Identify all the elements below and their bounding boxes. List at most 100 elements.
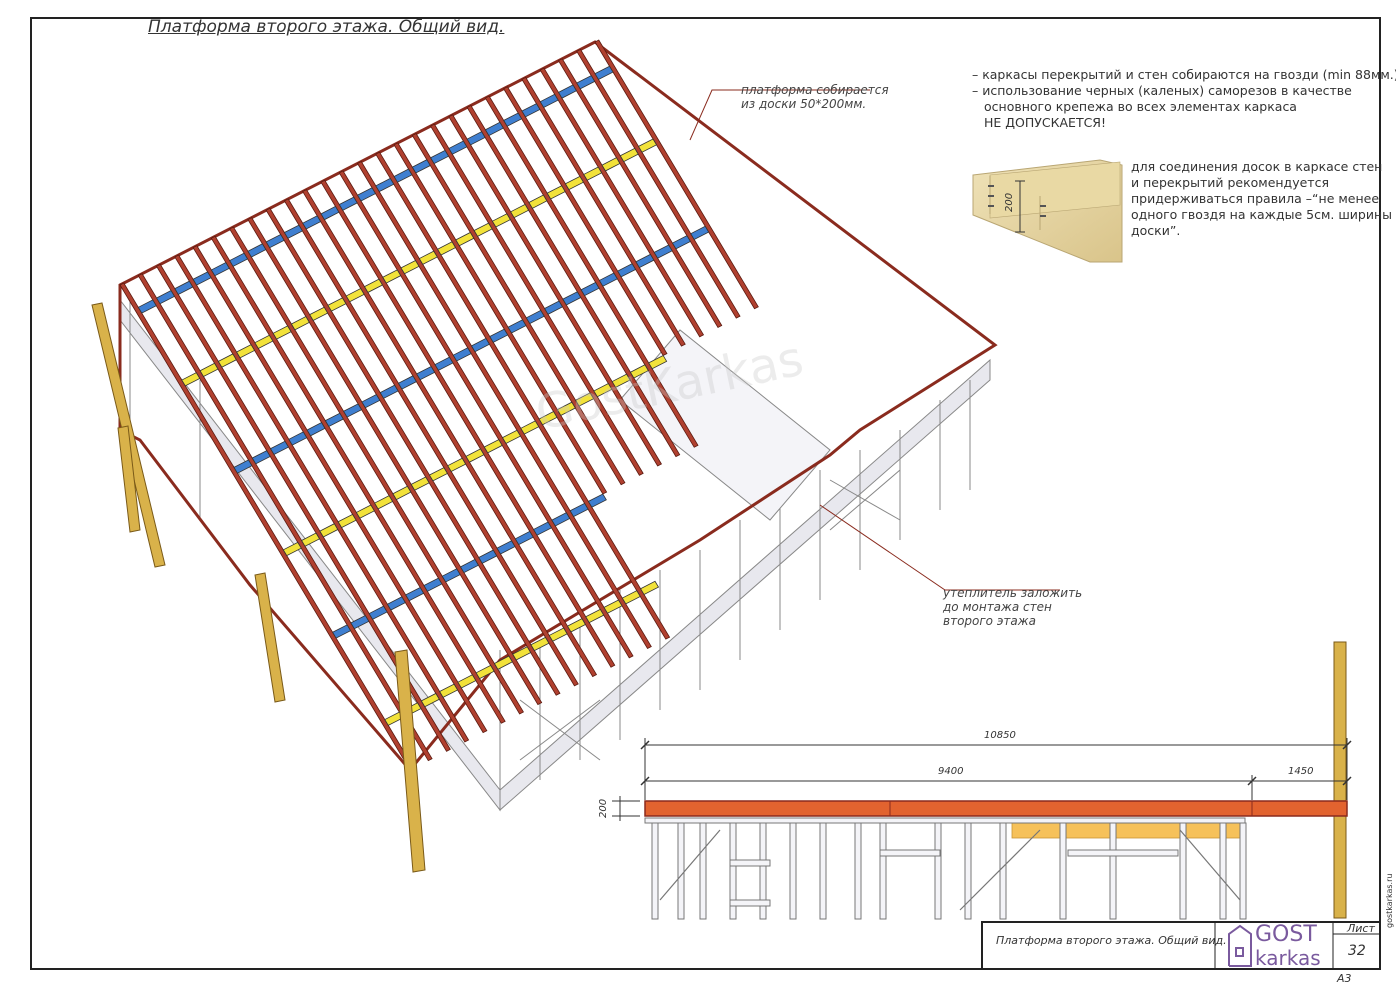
blocking-piece xyxy=(580,281,600,297)
blocking-piece xyxy=(137,299,157,314)
blocking-piece xyxy=(282,541,302,557)
blocking-piece xyxy=(420,692,440,708)
blocking-piece xyxy=(400,259,420,275)
blocking-piece xyxy=(447,457,467,473)
blocking-piece xyxy=(629,364,649,379)
sheet-number: 32 xyxy=(1348,943,1366,959)
blocking-piece xyxy=(306,422,326,437)
blocking-piece xyxy=(174,280,194,295)
blocking-piece xyxy=(290,316,310,331)
blocking-piece xyxy=(210,261,230,277)
blocking-piece xyxy=(416,365,436,381)
logo-text-bottom: karkas xyxy=(1255,946,1321,970)
blocking-piece xyxy=(283,224,303,239)
title-block-name: Платформа второго этажа. Общий вид. xyxy=(996,934,1227,947)
blocking-piece xyxy=(496,540,516,555)
assembly-rules: – каркасы перекрытий и стен собираются н… xyxy=(972,67,1396,130)
blocking-piece xyxy=(355,504,375,519)
sheet-label: Лист xyxy=(1347,922,1375,935)
joist xyxy=(155,263,451,752)
blocking-piece xyxy=(621,590,641,605)
nailing-recommendation: для соединения досок в каркасе стен и пе… xyxy=(1131,159,1392,238)
blocking-piece xyxy=(379,384,399,399)
blocking-piece xyxy=(452,347,472,362)
blocking-piece xyxy=(386,596,406,611)
blocking-piece xyxy=(411,159,431,174)
blocking-piece xyxy=(327,297,347,312)
blocking-piece xyxy=(640,580,660,596)
blocking-piece xyxy=(617,263,637,278)
note-platform-boards: платформа собирается из доски 50*200мм. xyxy=(741,83,889,111)
blocking-piece xyxy=(332,624,352,639)
blocking-piece xyxy=(576,75,596,90)
blocking-piece xyxy=(489,328,509,343)
blocking-piece xyxy=(457,674,477,689)
blocking-piece xyxy=(192,271,212,286)
blocking-piece xyxy=(345,288,365,303)
blocking-piece xyxy=(501,429,522,444)
joist xyxy=(356,161,652,650)
blocking-piece xyxy=(557,84,578,99)
blocking-piece xyxy=(507,319,527,334)
blocking-piece xyxy=(374,495,394,510)
blocking-piece xyxy=(430,149,450,165)
joist xyxy=(119,282,415,771)
blocking-piece xyxy=(598,272,618,287)
blocking-piece xyxy=(466,131,486,146)
blocking-piece xyxy=(324,412,344,427)
joist xyxy=(466,104,681,458)
joist xyxy=(229,226,524,715)
blocking-piece xyxy=(637,138,658,153)
blocking-piece xyxy=(363,278,384,293)
joist xyxy=(283,198,579,687)
blocking-piece xyxy=(350,614,370,630)
joist xyxy=(192,245,488,734)
blocking-piece xyxy=(648,354,668,370)
blocking-piece xyxy=(483,439,503,454)
joist xyxy=(430,123,644,476)
blocking-piece xyxy=(530,636,550,652)
blocking-piece xyxy=(653,244,673,259)
blocking-piece xyxy=(361,394,381,409)
blocking-piece xyxy=(448,140,468,155)
blocking-piece xyxy=(251,450,271,465)
blocking-piece xyxy=(690,225,710,241)
blocking-piece xyxy=(229,252,249,267)
blocking-piece xyxy=(566,618,587,633)
blocking-piece xyxy=(538,411,558,426)
blocking-piece xyxy=(583,166,603,181)
board-detail-illustration xyxy=(972,159,1123,263)
blocking-piece xyxy=(514,530,534,546)
joist xyxy=(393,142,608,495)
blocking-piece xyxy=(569,502,589,518)
blocking-piece xyxy=(156,290,176,305)
blocking-piece xyxy=(503,112,523,127)
blocking-piece xyxy=(473,222,493,237)
blocking-piece xyxy=(575,392,595,407)
joist xyxy=(576,48,741,319)
blocking-piece xyxy=(434,356,454,371)
dimension-part-a: 9400 xyxy=(938,766,964,777)
blocking-piece xyxy=(594,65,614,80)
blocking-piece xyxy=(587,493,607,508)
blocking-piece xyxy=(441,568,461,583)
blocking-piece xyxy=(236,344,256,359)
blocking-piece xyxy=(428,467,448,482)
blocking-piece xyxy=(302,215,322,230)
blocking-piece xyxy=(338,196,358,211)
blocking-piece xyxy=(528,194,548,209)
blocking-piece xyxy=(525,309,545,325)
blocking-piece xyxy=(512,646,532,661)
blocking-piece xyxy=(392,485,412,501)
blocking-piece xyxy=(546,185,566,200)
joist xyxy=(265,207,561,696)
blocking-piece xyxy=(181,372,201,387)
dimension-thickness: 200 xyxy=(598,798,609,818)
blocking-piece xyxy=(265,233,285,249)
blocking-piece xyxy=(375,177,395,193)
blocking-piece xyxy=(520,420,540,435)
blocking-piece xyxy=(510,203,530,219)
blocking-piece xyxy=(521,103,541,118)
blocking-piece xyxy=(484,121,504,137)
